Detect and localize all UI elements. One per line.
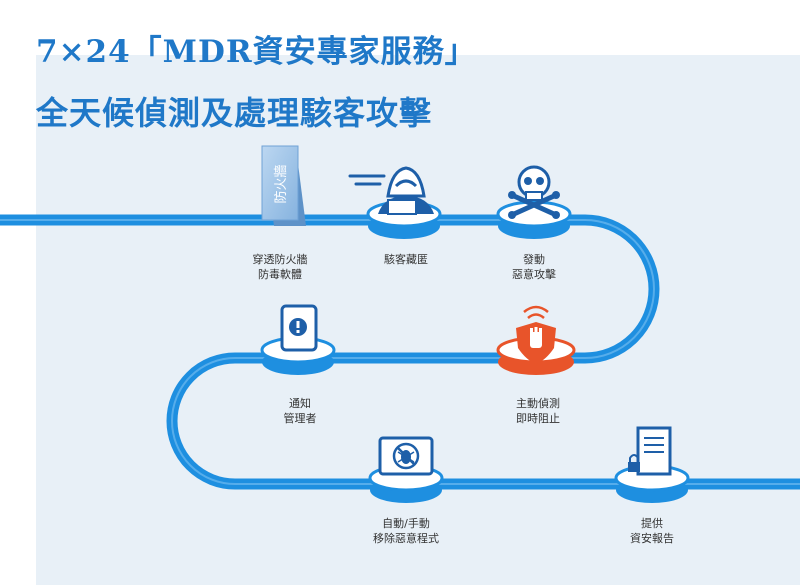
phone-alert-icon xyxy=(280,304,318,352)
caption-line: 惡意攻擊 xyxy=(512,268,556,281)
firewall-icon: 防火牆 xyxy=(261,145,306,226)
page-subtitle: 全天候偵測及處理駭客攻擊 xyxy=(36,94,433,132)
caption-notify: 通知 管理者 xyxy=(240,396,360,426)
caption-firewall: 穿透防火牆 防毒軟體 xyxy=(220,252,340,282)
caption-line: 發動 xyxy=(523,253,545,266)
caption-block: 主動偵測 即時阻止 xyxy=(478,396,598,426)
skull-crossbones-icon xyxy=(508,165,560,219)
caption-line: 駭客藏匿 xyxy=(384,253,428,266)
shield-hand-icon xyxy=(516,305,556,364)
caption-line: 主動偵測 xyxy=(516,397,560,410)
caption-attack: 發動 惡意攻擊 xyxy=(474,252,594,282)
report-document-icon xyxy=(628,426,672,476)
caption-hide: 駭客藏匿 xyxy=(346,252,466,267)
bug-monitor-icon xyxy=(378,436,434,476)
firewall-icon-label: 防火牆 xyxy=(273,164,289,203)
caption-line: 管理者 xyxy=(283,412,317,425)
attack-node xyxy=(496,200,572,239)
caption-report: 提供 資安報告 xyxy=(592,516,712,546)
caption-line: 資安報告 xyxy=(630,532,674,545)
caption-remove: 自動/手動 移除惡意程式 xyxy=(346,516,466,546)
caption-line: 移除惡意程式 xyxy=(373,532,439,545)
page-title: 7×24「MDR資安專家服務」 xyxy=(36,34,477,70)
caption-line: 防毒軟體 xyxy=(258,268,302,281)
caption-line: 提供 xyxy=(641,517,663,530)
caption-line: 通知 xyxy=(289,397,311,410)
caption-line: 穿透防火牆 xyxy=(252,253,308,266)
caption-line: 即時阻止 xyxy=(516,412,560,425)
hacker-icon xyxy=(348,166,434,215)
caption-line: 自動/手動 xyxy=(382,517,430,530)
